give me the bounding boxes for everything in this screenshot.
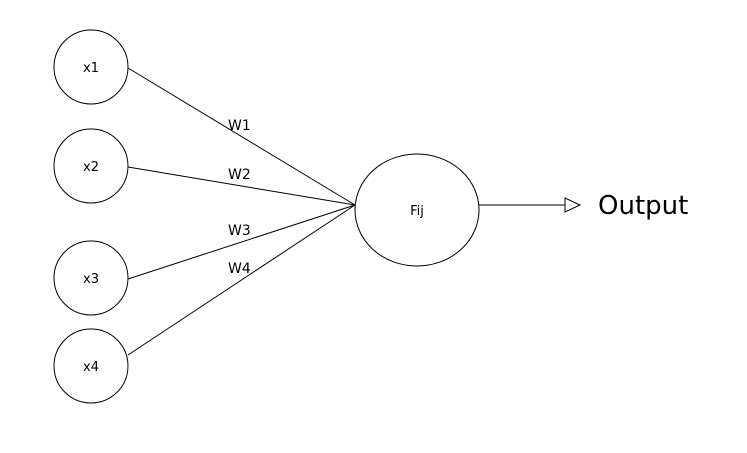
input-label-x2: x2 bbox=[83, 160, 99, 175]
weight-label-w2: W2 bbox=[228, 167, 251, 183]
input-node-x2: x2 bbox=[53, 128, 129, 204]
edge-x2-to-neuron bbox=[127, 166, 356, 206]
input-label-x1: x1 bbox=[83, 61, 99, 76]
weight-label-w4: W4 bbox=[228, 261, 251, 277]
output-arrowhead bbox=[564, 197, 582, 213]
neuron-node: Fij bbox=[354, 153, 480, 267]
input-node-x1: x1 bbox=[53, 29, 129, 105]
input-label-x3: x3 bbox=[83, 272, 99, 287]
output-arrow bbox=[479, 197, 582, 213]
input-node-x4: x4 bbox=[53, 328, 129, 404]
weight-label-w1: W1 bbox=[228, 118, 251, 134]
edge-x3-to-neuron bbox=[127, 204, 356, 280]
input-label-x4: x4 bbox=[83, 360, 99, 375]
input-node-x3: x3 bbox=[53, 240, 129, 316]
edge-x1-to-neuron bbox=[127, 67, 356, 206]
edge-x4-to-neuron bbox=[127, 204, 356, 356]
neuron-label: Fij bbox=[410, 204, 424, 219]
weight-label-w3: W3 bbox=[228, 223, 251, 239]
output-label: Output bbox=[598, 191, 688, 221]
